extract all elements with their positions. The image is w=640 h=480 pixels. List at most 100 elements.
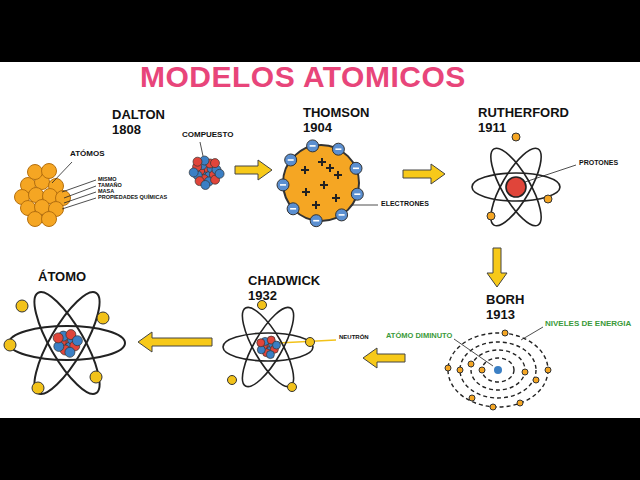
nucleon xyxy=(201,181,210,190)
plus-sign xyxy=(332,194,340,202)
callout-label: PROTONES xyxy=(579,159,618,167)
nucleon xyxy=(65,347,75,357)
model-name: DALTON xyxy=(112,107,165,122)
callout-label: PROPIEDADES QUÍMICAS xyxy=(98,194,167,200)
electron xyxy=(90,371,102,383)
electron xyxy=(469,395,475,401)
electron xyxy=(457,367,463,373)
plus-sign xyxy=(312,201,320,209)
model-year: 1932 xyxy=(248,288,320,303)
electron xyxy=(332,143,344,155)
model-heading: CHADWICK1932 xyxy=(248,273,320,303)
compound-cluster xyxy=(189,156,224,190)
bohr-model xyxy=(445,330,551,410)
model-region: ÁTOMO xyxy=(8,266,135,400)
electron xyxy=(351,188,363,200)
electron xyxy=(310,215,322,227)
atom-model xyxy=(4,284,125,401)
minus-sign xyxy=(339,214,345,216)
electron xyxy=(288,383,297,392)
plus-sign xyxy=(301,166,309,174)
nucleon xyxy=(266,351,274,359)
atom-sphere xyxy=(42,164,57,179)
nucleon xyxy=(215,169,224,178)
nucleon xyxy=(193,157,202,166)
nucleon xyxy=(189,168,198,177)
electron xyxy=(97,312,109,324)
title: MODELOS ATOMICOS xyxy=(140,60,466,94)
model-name: ÁTOMO xyxy=(38,269,86,284)
chadwick-model xyxy=(223,301,315,393)
model-heading: RUTHERFORD1911 xyxy=(478,105,569,135)
electron xyxy=(468,361,474,367)
callout-label: MISMO xyxy=(98,176,117,182)
callout-label: MASA xyxy=(98,188,114,194)
electron xyxy=(533,377,539,383)
atom-sphere xyxy=(28,212,43,227)
model-heading: ÁTOMO xyxy=(38,269,86,284)
electron xyxy=(487,212,495,220)
nucleon xyxy=(273,341,281,349)
atom-sphere xyxy=(42,212,57,227)
letterbox-bar xyxy=(0,418,640,480)
nucleon xyxy=(211,159,220,168)
electron xyxy=(512,133,520,141)
model-year: 1904 xyxy=(303,120,369,135)
minus-sign xyxy=(310,145,316,147)
flow-arrow xyxy=(235,160,272,180)
electron xyxy=(306,338,315,347)
flow-arrow xyxy=(403,164,445,184)
electron xyxy=(285,154,297,166)
model-heading: THOMSON1904 xyxy=(303,105,369,135)
plus-sign xyxy=(334,171,342,179)
flow-arrow xyxy=(138,332,212,352)
minus-sign xyxy=(290,208,296,210)
model-heading: DALTON1808 xyxy=(112,107,165,137)
model-name: BORH xyxy=(486,292,524,307)
electron xyxy=(490,404,496,410)
minus-sign xyxy=(335,148,341,150)
callout-label: NIVELES DE ENERGIA xyxy=(545,320,631,329)
callout-label: TAMAÑO xyxy=(98,182,122,188)
electron xyxy=(522,369,528,375)
electron xyxy=(287,203,299,215)
plus-sign xyxy=(318,158,326,166)
nucleon xyxy=(72,336,82,346)
callout-label: COMPUESTO xyxy=(182,131,233,140)
electron xyxy=(228,376,237,385)
electron xyxy=(445,365,451,371)
model-name: RUTHERFORD xyxy=(478,105,569,120)
electron xyxy=(350,162,362,174)
thomson-model xyxy=(277,140,363,227)
minus-sign xyxy=(353,168,359,170)
callout-label: ATÓMO DIMINUTO xyxy=(386,332,452,340)
electron xyxy=(502,330,508,336)
model-region: CHADWICK1932 xyxy=(215,270,360,402)
model-heading: BORH1913 xyxy=(486,292,524,322)
flow-arrow xyxy=(487,248,507,287)
electron xyxy=(277,179,289,191)
model-name: CHADWICK xyxy=(248,273,320,288)
model-region: THOMSON1904 xyxy=(275,101,400,233)
minus-sign xyxy=(280,184,286,186)
model-year: 1808 xyxy=(112,122,165,137)
electron xyxy=(545,367,551,373)
electron xyxy=(479,367,485,373)
model-region: DALTON1808 xyxy=(15,103,232,228)
callout-label: ATÓMOS xyxy=(70,150,105,159)
letterbox-bar xyxy=(0,0,640,62)
minus-sign xyxy=(313,220,319,222)
minus-sign xyxy=(288,159,294,161)
plus-sign xyxy=(320,181,328,189)
minus-sign xyxy=(354,193,360,195)
callout-label: NEUTRÓN xyxy=(339,334,369,341)
nucleon xyxy=(53,333,63,343)
nucleon xyxy=(257,339,265,347)
electron xyxy=(32,382,44,394)
atom-sphere xyxy=(28,165,43,180)
electron xyxy=(4,339,16,351)
model-year: 1911 xyxy=(478,120,569,135)
callout-label: ELECTRONES xyxy=(381,200,429,208)
plus-sign xyxy=(302,188,310,196)
